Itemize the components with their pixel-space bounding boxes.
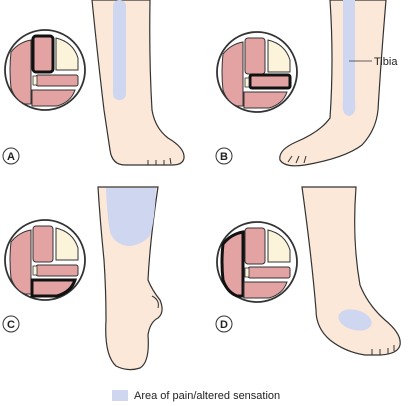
pain-area-c <box>106 188 156 246</box>
cross-section-b <box>216 31 298 113</box>
legend-swatch <box>112 390 128 401</box>
panel-letter-d: D <box>220 319 228 331</box>
legend-label: Area of pain/altered sensation <box>134 390 280 402</box>
leg-b <box>279 0 387 167</box>
panel-letter-a: A <box>7 151 15 163</box>
panel-letter-c: C <box>7 319 15 331</box>
panel-c: C <box>2 186 163 371</box>
pain-area-d <box>338 309 372 331</box>
panel-a: A <box>2 0 185 166</box>
panel-letter-b: B <box>220 151 228 163</box>
panel-letter-b-badge: B <box>215 147 233 165</box>
tibia-label: Tibia <box>374 56 398 68</box>
leg-d <box>301 186 401 356</box>
cross-section-c <box>4 219 86 301</box>
legend: Area of pain/altered sensation <box>112 390 280 402</box>
panel-letter-a-badge: A <box>2 147 20 165</box>
panel-d: D <box>215 186 401 356</box>
pain-area-a <box>113 0 126 100</box>
panel-letter-d-badge: D <box>215 315 233 333</box>
panel-b: Tibia B <box>215 0 398 167</box>
pain-area-b <box>342 0 356 116</box>
cross-section-a <box>4 29 86 111</box>
leg-a <box>91 0 185 166</box>
panel-letter-c-badge: C <box>2 315 20 333</box>
cross-section-d <box>216 221 298 303</box>
